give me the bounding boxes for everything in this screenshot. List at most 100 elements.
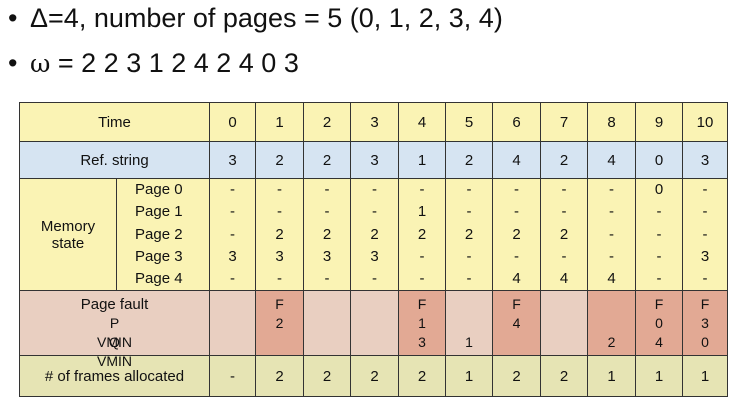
- page-name: Page 1: [135, 203, 183, 221]
- time-cell: 9: [635, 102, 683, 142]
- memory-state-label: Memory state: [19, 178, 117, 291]
- memory-cell: - - - 3 -: [209, 178, 256, 291]
- mem-slot: -: [230, 181, 235, 198]
- fault-cell: [540, 290, 588, 356]
- mem-slot: -: [230, 225, 235, 243]
- page-fault-title: Page fault: [80, 295, 149, 313]
- frames-cell: 2: [398, 355, 446, 397]
- mem-slot: 0: [654, 181, 664, 198]
- ref-cell: 1: [398, 141, 446, 179]
- time-cell: 7: [540, 102, 588, 142]
- mem-slot: -: [277, 203, 282, 221]
- reference-string-row: Ref. string 3 2 2 3 1 2 4 2 4 0 3: [19, 141, 728, 179]
- mem-slot: 2: [512, 225, 521, 243]
- mem-slot: -: [230, 270, 235, 287]
- mem-slot: -: [561, 181, 567, 198]
- mem-slot: -: [324, 203, 330, 221]
- mem-slot: -: [419, 270, 425, 287]
- mem-slot: -: [702, 181, 708, 198]
- frames-cell: 2: [540, 355, 588, 397]
- mem-slot: -: [656, 247, 662, 265]
- ref-cell: 4: [587, 141, 636, 179]
- mem-slot: -: [702, 270, 708, 287]
- frames-cell: 1: [587, 355, 636, 397]
- time-cell: 10: [682, 102, 728, 142]
- memory-cell: --2--: [445, 178, 493, 291]
- frames-cell: 1: [445, 355, 493, 397]
- time-row: Time 0 1 2 3 4 5 6 7 8 9 10: [19, 102, 728, 142]
- mem-slot: -: [561, 203, 567, 221]
- ref-cell: 4: [492, 141, 541, 179]
- ref-cell: 3: [350, 141, 399, 179]
- page-name: Page 0: [135, 181, 183, 198]
- mem-slot: -: [230, 203, 235, 221]
- mem-slot: 3: [370, 247, 379, 265]
- mem-slot: 3: [228, 247, 237, 265]
- mem-slot: -: [514, 203, 519, 221]
- memory-label-line2: state: [51, 234, 85, 252]
- mem-slot: 2: [464, 225, 474, 243]
- mem-slot: -: [277, 270, 282, 287]
- mem-slot: -: [324, 270, 330, 287]
- reference-string-label: Ref. string: [19, 141, 210, 179]
- time-cell: 2: [303, 102, 351, 142]
- mem-slot: 4: [559, 270, 569, 287]
- time-cell: 6: [492, 102, 541, 142]
- page-name: Page 2: [135, 225, 183, 243]
- frames-cell: 2: [492, 355, 541, 397]
- mem-slot: -: [372, 181, 377, 198]
- time-cell: 8: [587, 102, 636, 142]
- ref-cell: 0: [635, 141, 683, 179]
- mem-slot: 2: [559, 225, 569, 243]
- mem-slot: -: [702, 203, 708, 221]
- memory-state-row: Memory state Page 0 Page 1 Page 2 Page 3…: [19, 178, 728, 291]
- time-cell: 5: [445, 102, 493, 142]
- reference-string-text: = 2 2 3 1 2 4 2 4 0 3: [50, 48, 299, 78]
- fault-cell: [303, 290, 351, 356]
- bullet-dot: •: [8, 48, 18, 78]
- omega-symbol: ω: [30, 49, 51, 78]
- mem-slot: -: [324, 181, 330, 198]
- bullet-line-params: •Δ=4, number of pages = 5 (0, 1, 2, 3, 4…: [8, 2, 503, 34]
- memory-cell: 0----: [635, 178, 683, 291]
- mem-slot: 3: [275, 247, 284, 265]
- frames-allocated-label: # of frames allocated: [19, 355, 210, 397]
- mem-slot: -: [656, 203, 662, 221]
- mem-slot: -: [372, 203, 377, 221]
- frames-cell: -: [209, 355, 256, 397]
- mem-slot: -: [466, 270, 472, 287]
- bullet-line-reference-string: • ω = 2 2 3 1 2 4 2 4 0 3: [8, 47, 299, 80]
- mem-slot: 3: [700, 247, 710, 265]
- time-cell: 3: [350, 102, 399, 142]
- ref-cell: 2: [540, 141, 588, 179]
- ref-cell: 2: [445, 141, 493, 179]
- mem-slot: -: [514, 247, 519, 265]
- mem-slot: 1: [417, 203, 427, 221]
- mem-slot: -: [419, 181, 425, 198]
- ref-cell: 3: [209, 141, 256, 179]
- mem-slot: 3: [322, 247, 332, 265]
- mem-slot: -: [609, 247, 614, 265]
- mem-slot: -: [609, 181, 614, 198]
- ref-cell: 2: [303, 141, 351, 179]
- vmin-table: Time 0 1 2 3 4 5 6 7 8 9 10 Ref. string …: [19, 102, 728, 397]
- memory-label-line1: Memory: [40, 217, 96, 235]
- mem-slot: -: [609, 203, 614, 221]
- mem-slot: 4: [607, 270, 616, 287]
- ref-cell: 2: [255, 141, 304, 179]
- frames-cell: 2: [303, 355, 351, 397]
- fault-cell: [350, 290, 399, 356]
- time-cell: 0: [209, 102, 256, 142]
- mem-slot: -: [609, 225, 614, 243]
